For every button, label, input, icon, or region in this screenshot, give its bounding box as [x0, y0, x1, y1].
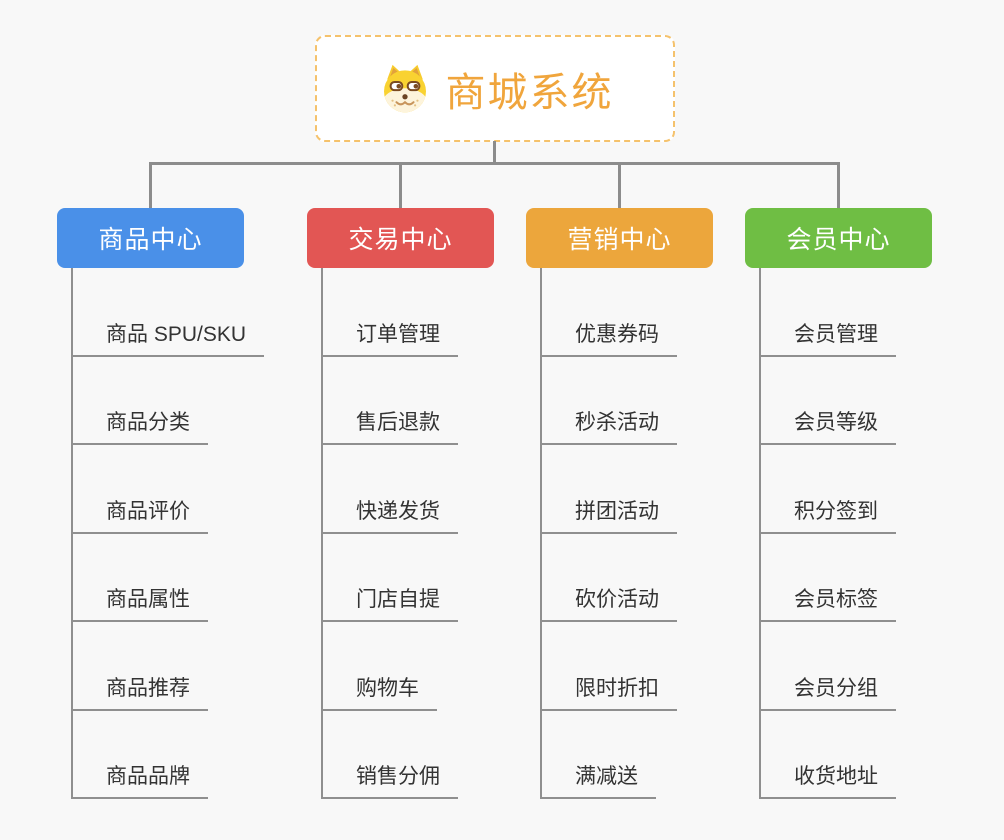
branch-children-marketing-center: 优惠券码 秒杀活动 拼团活动 砍价活动 限时折扣 满减送 — [526, 268, 776, 799]
topic-product-spu-sku[interactable]: 商品 SPU/SKU — [71, 318, 265, 357]
root-topic[interactable]: 商城系统 — [315, 35, 675, 142]
connector-stub-product — [149, 162, 152, 209]
topic-product-recommend[interactable]: 商品推荐 — [71, 672, 208, 711]
branch-header-product-center[interactable]: 商品中心 — [57, 208, 244, 268]
topic-store-pickup[interactable]: 门店自提 — [321, 583, 458, 622]
topic-coupon-code[interactable]: 优惠券码 — [540, 318, 677, 357]
topic-express-shipping[interactable]: 快递发货 — [321, 495, 458, 534]
topic-member-groups[interactable]: 会员分组 — [759, 672, 896, 711]
branch-header-marketing-center[interactable]: 营销中心 — [526, 208, 713, 268]
branch-children-member-center: 会员管理 会员等级 积分签到 会员标签 会员分组 收货地址 — [745, 268, 995, 799]
topic-bargain-activity[interactable]: 砍价活动 — [540, 583, 677, 622]
topic-product-category[interactable]: 商品分类 — [71, 406, 208, 445]
topic-product-brand[interactable]: 商品品牌 — [71, 760, 208, 799]
topic-flash-sale[interactable]: 秒杀活动 — [540, 406, 677, 445]
root-topic-title: 商城系统 — [445, 70, 614, 115]
topic-points-checkin[interactable]: 积分签到 — [759, 495, 896, 534]
dog-icon — [383, 64, 426, 112]
connector-stub-marketing — [618, 162, 621, 209]
topic-shipping-address[interactable]: 收货地址 — [759, 760, 896, 799]
topic-sales-commission[interactable]: 销售分佣 — [321, 760, 458, 799]
branch-children-trade-center: 订单管理 售后退款 快递发货 门店自提 购物车 销售分佣 — [307, 268, 557, 799]
topic-limited-time-discount[interactable]: 限时折扣 — [540, 672, 677, 711]
topic-aftersale-refund[interactable]: 售后退款 — [321, 406, 458, 445]
topic-member-level[interactable]: 会员等级 — [759, 406, 896, 445]
connector-bus — [149, 162, 840, 165]
topic-order-management[interactable]: 订单管理 — [321, 318, 458, 357]
branch-children-product-center: 商品 SPU/SKU 商品分类 商品评价 商品属性 商品推荐 商品品牌 — [57, 268, 307, 799]
topic-shopping-cart[interactable]: 购物车 — [321, 672, 437, 711]
topic-product-attribute[interactable]: 商品属性 — [71, 583, 208, 622]
topic-product-review[interactable]: 商品评价 — [71, 495, 208, 534]
topic-group-buying[interactable]: 拼团活动 — [540, 495, 677, 534]
topic-member-management[interactable]: 会员管理 — [759, 318, 896, 357]
connector-stub-trade — [399, 162, 402, 209]
connector-stub-member — [837, 162, 840, 209]
connector-root-stub — [493, 141, 496, 163]
branch-header-member-center[interactable]: 会员中心 — [745, 208, 932, 268]
topic-spend-and-save[interactable]: 满减送 — [540, 760, 656, 799]
topic-member-tags[interactable]: 会员标签 — [759, 583, 896, 622]
branch-header-trade-center[interactable]: 交易中心 — [307, 208, 494, 268]
